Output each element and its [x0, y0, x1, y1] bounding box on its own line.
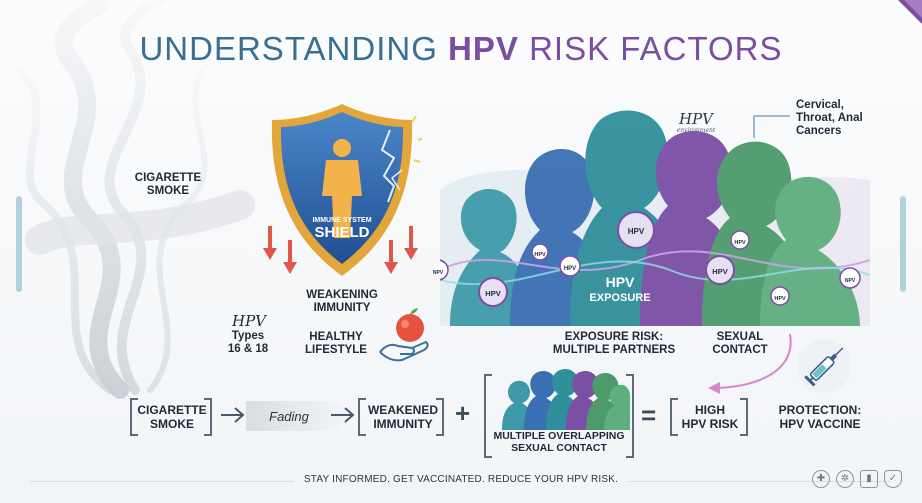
vial-icon: ▮ [860, 470, 878, 488]
cigarette-smoke-label: CIGARETTE SMOKE [134, 172, 202, 197]
equation-protection: PROTECTION: HPV VACCINE [778, 403, 862, 431]
title-part-1: UNDERSTANDING [139, 30, 438, 67]
virus-label: HPV [563, 266, 577, 272]
weakening-immunity-label: WEAKENING IMMUNITY [306, 289, 378, 314]
bracket-left [358, 398, 366, 436]
shield-icon [271, 104, 422, 276]
page-title: UNDERSTANDING HPV RISK FACTORS [0, 30, 922, 68]
smoke-icon [16, 0, 255, 399]
hpv-exposure-subtitle: EXPOSURE [589, 292, 651, 304]
footer-text: STAY INFORMED. GET VACCINATED. REDUCE YO… [0, 474, 922, 485]
virus-label: HPV [734, 240, 746, 246]
virus-label: HPV [774, 296, 786, 302]
apple-icon [379, 308, 429, 362]
virus-icon [440, 211, 861, 307]
virus-label: HPV [712, 267, 728, 276]
equation-overlap: MULTIPLE OVERLAPPING SEXUAL CONTACT [493, 430, 625, 454]
virus-label: NPV [844, 278, 856, 284]
virus-label: HPV [627, 227, 645, 236]
hand-icon [379, 340, 429, 362]
people-silhouettes [440, 110, 870, 326]
plus-sign: + [455, 398, 471, 428]
arrow-down-icon [404, 226, 418, 260]
hpv-types-label: Types 16 & 18 [227, 330, 269, 355]
arrow-down-icon [283, 240, 297, 274]
people-silhouettes-small [502, 368, 630, 430]
bracket-right [436, 398, 444, 436]
equation-weakened: WEAKENED IMMUNITY [367, 403, 438, 431]
title-part-2: HPV [448, 30, 519, 67]
exposure-risk-label: EXPOSURE RISK: MULTIPLE PARTNERS [552, 331, 676, 356]
virus-label: NPV [432, 270, 444, 276]
bracket-right [626, 374, 634, 458]
medical-cross-icon: ✚ [812, 470, 830, 488]
bracket-left [130, 398, 138, 436]
shield-big-label: SHIELD [314, 224, 370, 241]
footer-message: STAY INFORMED. GET VACCINATED. REDUCE YO… [293, 474, 629, 485]
virus-label: HPV [485, 289, 501, 298]
virus-icon: ✲ [836, 470, 854, 488]
hpv-script-top: HPV [678, 110, 713, 128]
equation-high-risk: HIGH HPV RISK [681, 403, 739, 431]
equals-sign: = [641, 400, 657, 430]
cancers-label: Cervical, Throat, Anal Cancers [796, 99, 863, 137]
callout-line [753, 115, 790, 138]
hpv-types-script: HPV [231, 312, 266, 330]
bracket-right [740, 398, 748, 436]
bracket-left [670, 398, 678, 436]
corner-ribbon-icon [898, 0, 922, 24]
arrow-right-icon [331, 407, 355, 423]
hpv-exposure-title: HPV [605, 274, 635, 290]
arrow-down-icon [384, 240, 398, 274]
sexual-contact-label: SEXUAL CONTACT [712, 331, 768, 356]
shield-small-label: IMMUNE SYSTEM [312, 217, 372, 224]
arrow-icon [708, 333, 792, 394]
right-accent-bar [900, 196, 906, 292]
virus-label: HPV [534, 252, 546, 258]
healthy-lifestyle-label: HEALTHY LIFESTYLE [305, 331, 367, 356]
hpv-script-sub: environment [676, 127, 716, 134]
arrow-right-icon [221, 407, 245, 423]
title-part-3: RISK FACTORS [529, 30, 783, 67]
syringe-icon [797, 339, 851, 393]
arrow-down-icon [263, 226, 277, 260]
equation-smoke: CIGARETTE SMOKE [137, 403, 207, 431]
bracket-right [204, 398, 212, 436]
bracket-left [484, 374, 492, 458]
equation-fading: Fading [269, 409, 309, 424]
left-accent-bar [16, 196, 22, 292]
shield-check-icon: ✓ [884, 470, 902, 488]
